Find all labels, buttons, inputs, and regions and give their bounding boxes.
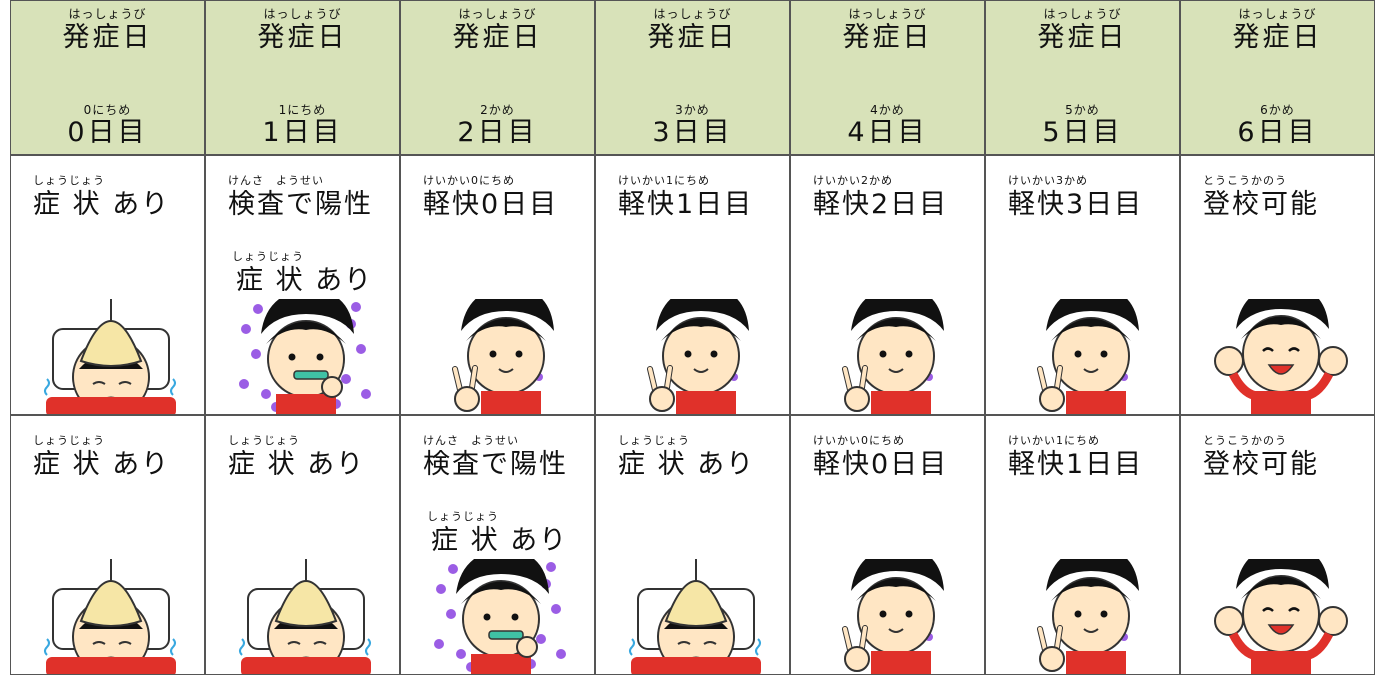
- column-title: 発症日: [842, 22, 933, 53]
- day-ruby: 3かめ: [675, 103, 710, 117]
- status-cell: しょうじょう症 状 あり: [205, 415, 400, 675]
- status-ruby: けいかい2かめ: [813, 174, 893, 187]
- column-title: 発症日: [257, 22, 348, 53]
- status-ruby: けんさ ようせい: [228, 174, 324, 187]
- status-ruby-secondary: しょうじょう: [232, 250, 304, 263]
- day-label: 4日目: [847, 117, 928, 148]
- status-text: 軽快0日目: [813, 449, 949, 480]
- status-text: 軽快1日目: [618, 189, 754, 220]
- status-text: 軽快2日目: [813, 189, 949, 220]
- title-ruby: はっしょうび: [1238, 7, 1317, 21]
- status-ruby: けいかい1にちめ: [1008, 434, 1100, 447]
- status-ruby: しょうじょう: [33, 434, 105, 447]
- day-ruby: 4かめ: [870, 103, 905, 117]
- status-text-secondary: 症 状 あり: [236, 265, 374, 296]
- status-cell: けんさ ようせい検査で陽性しょうじょう症 状 あり: [400, 415, 595, 675]
- title-ruby: はっしょうび: [458, 7, 537, 21]
- status-text: 軽快3日目: [1008, 189, 1144, 220]
- status-text: 症 状 あり: [33, 189, 171, 220]
- title-ruby: はっしょうび: [653, 7, 732, 21]
- status-text: 検査で陽性: [228, 189, 373, 220]
- status-ruby: とうこうかのう: [1203, 434, 1287, 447]
- status-cell: しょうじょう症 状 あり: [10, 415, 205, 675]
- status-cell: けいかい2かめ軽快2日目: [790, 155, 985, 415]
- status-cell: しょうじょう症 状 あり: [595, 415, 790, 675]
- status-cell: けいかい0にちめ軽快0日目: [790, 415, 985, 675]
- column-title: 発症日: [452, 22, 543, 53]
- day-label: 3日目: [652, 117, 733, 148]
- status-ruby: けいかい0にちめ: [423, 174, 515, 187]
- status-text: 軽快0日目: [423, 189, 559, 220]
- status-ruby: けいかい0にちめ: [813, 434, 905, 447]
- status-ruby: けいかい3かめ: [1008, 174, 1088, 187]
- column-title: 発症日: [647, 22, 738, 53]
- title-ruby: はっしょうび: [263, 7, 342, 21]
- status-ruby: けいかい1にちめ: [618, 174, 710, 187]
- column-title: 発症日: [62, 22, 153, 53]
- day-ruby: 0にちめ: [83, 103, 132, 117]
- status-ruby: しょうじょう: [618, 434, 690, 447]
- status-ruby: けんさ ようせい: [423, 434, 519, 447]
- column-title: 発症日: [1232, 22, 1323, 53]
- status-ruby-secondary: しょうじょう: [427, 510, 499, 523]
- day-label: 6日目: [1237, 117, 1318, 148]
- day-ruby: 6かめ: [1260, 103, 1295, 117]
- status-text: 症 状 あり: [228, 449, 366, 480]
- title-ruby: はっしょうび: [848, 7, 927, 21]
- column-title: 発症日: [1037, 22, 1128, 53]
- status-cell: けいかい1にちめ軽快1日目: [595, 155, 790, 415]
- status-text: 検査で陽性: [423, 449, 568, 480]
- day-label: 5日目: [1042, 117, 1123, 148]
- day-label: 1日目: [262, 117, 343, 148]
- title-ruby: はっしょうび: [68, 7, 147, 21]
- status-cell: けいかい3かめ軽快3日目: [985, 155, 1180, 415]
- status-ruby: とうこうかのう: [1203, 174, 1287, 187]
- status-cell: けいかい1にちめ軽快1日目: [985, 415, 1180, 675]
- day-ruby: 5かめ: [1065, 103, 1100, 117]
- status-text: 登校可能: [1203, 189, 1319, 220]
- status-text: 症 状 あり: [33, 449, 171, 480]
- status-cell: しょうじょう症 状 あり: [10, 155, 205, 415]
- status-text: 登校可能: [1203, 449, 1319, 480]
- status-text-secondary: 症 状 あり: [431, 525, 569, 556]
- status-cell: けんさ ようせい検査で陽性しょうじょう症 状 あり: [205, 155, 400, 415]
- status-cell: けいかい0にちめ軽快0日目: [400, 155, 595, 415]
- status-text: 軽快1日目: [1008, 449, 1144, 480]
- status-text: 症 状 あり: [618, 449, 756, 480]
- status-ruby: しょうじょう: [228, 434, 300, 447]
- status-cell: とうこうかのう登校可能: [1180, 415, 1375, 675]
- day-label: 2日目: [457, 117, 538, 148]
- status-cell: とうこうかのう登校可能: [1180, 155, 1375, 415]
- day-ruby: 2かめ: [480, 103, 515, 117]
- day-ruby: 1にちめ: [278, 103, 327, 117]
- status-ruby: しょうじょう: [33, 174, 105, 187]
- title-ruby: はっしょうび: [1043, 7, 1122, 21]
- day-label: 0日目: [67, 117, 148, 148]
